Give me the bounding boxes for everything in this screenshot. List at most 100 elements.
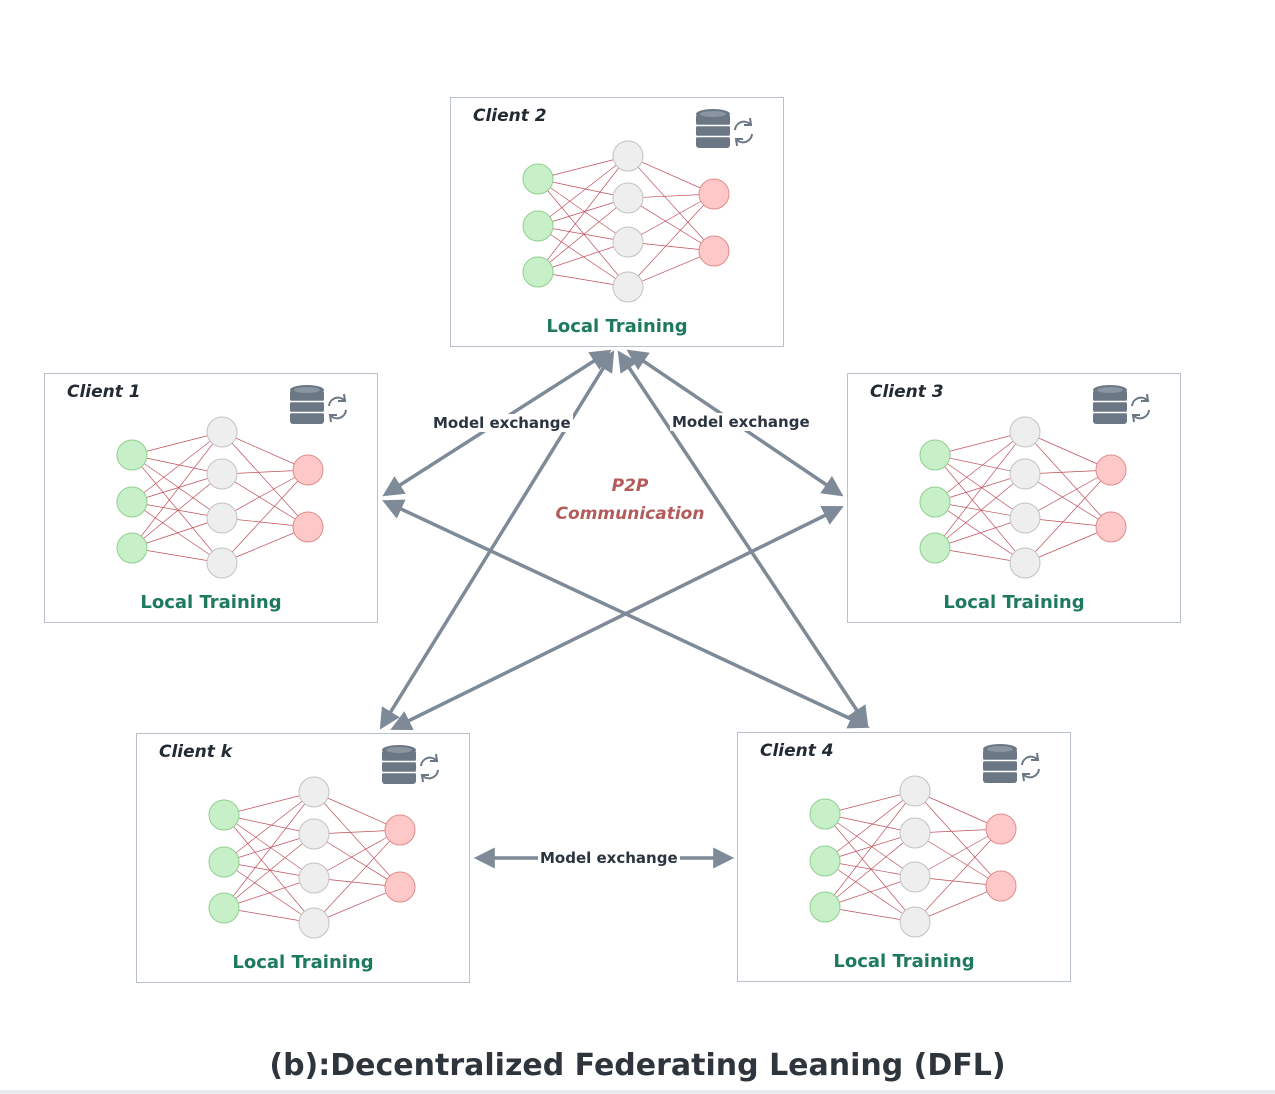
network-edge [313,791,401,831]
network-edge [537,155,629,273]
network-edge [1024,431,1112,528]
p2p-line-1: P2P [611,476,649,496]
input-node [809,798,841,830]
network-edge [313,833,401,888]
network-edge [824,876,916,908]
network-edge [537,155,629,227]
hidden-node [1009,547,1041,579]
network-edge [627,193,715,288]
sync-icon [734,117,753,147]
network-edge [223,791,315,909]
network-edge [537,197,629,273]
network-edge [627,250,715,288]
network-edge [934,517,1026,549]
network-edge [914,832,1002,887]
input-node [919,439,951,471]
sync-icon [420,753,439,783]
output-node [698,235,730,267]
hidden-node [298,862,330,894]
figure-caption: (b):Decentralized Federating Leaning (DF… [269,1048,1006,1083]
database-glyph [382,745,416,784]
output-node [698,178,730,210]
hidden-node [206,502,238,534]
network-edge [824,813,916,878]
database-glyph [983,744,1017,783]
network-edge [824,790,916,908]
input-node [809,845,841,877]
client-title: Client 1 [67,382,141,402]
database-icon [983,744,1040,783]
input-node [208,799,240,831]
network-edge [537,197,629,227]
database-glyph [290,385,324,424]
local-training-label: Local Training [140,592,282,613]
network-edge [537,178,629,288]
client-k-box: Client k Local Training [136,733,470,983]
input-node [116,486,148,518]
input-node [208,892,240,924]
hidden-node [899,817,931,849]
hidden-node [298,907,330,939]
client-title: Client k [159,742,233,762]
network-edge [131,454,223,519]
network-edge [914,828,1002,923]
local-training-label: Local Training [232,952,374,973]
hidden-node [1009,458,1041,490]
input-node [116,439,148,471]
network-edge [223,861,315,924]
sync-icon [1131,393,1150,423]
network-edge [1024,431,1112,471]
hidden-node [1009,502,1041,534]
network-edge [934,431,1026,503]
network-edge [221,473,309,528]
hidden-node [612,226,644,258]
network-edge [223,877,315,909]
hidden-node [298,818,330,850]
network-edge [627,193,715,243]
hidden-node [298,776,330,808]
network-edge [221,469,309,519]
output-node [985,813,1017,845]
network-edge [934,473,1026,549]
input-node [809,891,841,923]
model-exchange-label-right: Model exchange [670,413,812,431]
sync-icon [1021,752,1040,782]
network-edge [1024,473,1112,528]
network-edge [221,431,309,528]
database-icon [290,385,347,424]
network-edge [223,791,315,863]
network-edge [313,791,401,888]
network-edge [537,241,629,273]
input-node [116,532,148,564]
client-3-box: Client 3 Local Training [847,373,1181,623]
input-node [522,163,554,195]
network-edge [627,155,715,252]
local-training-label: Local Training [943,592,1085,613]
database-icon [696,109,753,148]
neural-network [116,416,324,579]
network-edge [1024,469,1112,519]
network-edge [131,473,223,503]
client-1-box: Client 1 Local Training [44,373,378,623]
network-edge [537,225,629,288]
input-node [522,210,554,242]
output-node [384,871,416,903]
network-edge [221,526,309,564]
arrow-client2-clientk [379,350,615,730]
network-edge [914,828,1002,878]
model-exchange-label-left: Model exchange [431,414,573,432]
arrow-client3-clientk [390,506,844,730]
bottom-divider [0,1090,1275,1094]
network-edge [223,833,315,909]
sync-icon [328,393,347,423]
p2p-line-2: Communication [555,504,705,524]
hidden-node [612,140,644,172]
network-edge [223,814,315,879]
input-node [522,256,554,288]
network-edge [824,832,916,862]
network-edge [824,860,916,923]
output-node [1095,511,1127,543]
client-4-box: Client 4 Local Training [737,732,1071,982]
